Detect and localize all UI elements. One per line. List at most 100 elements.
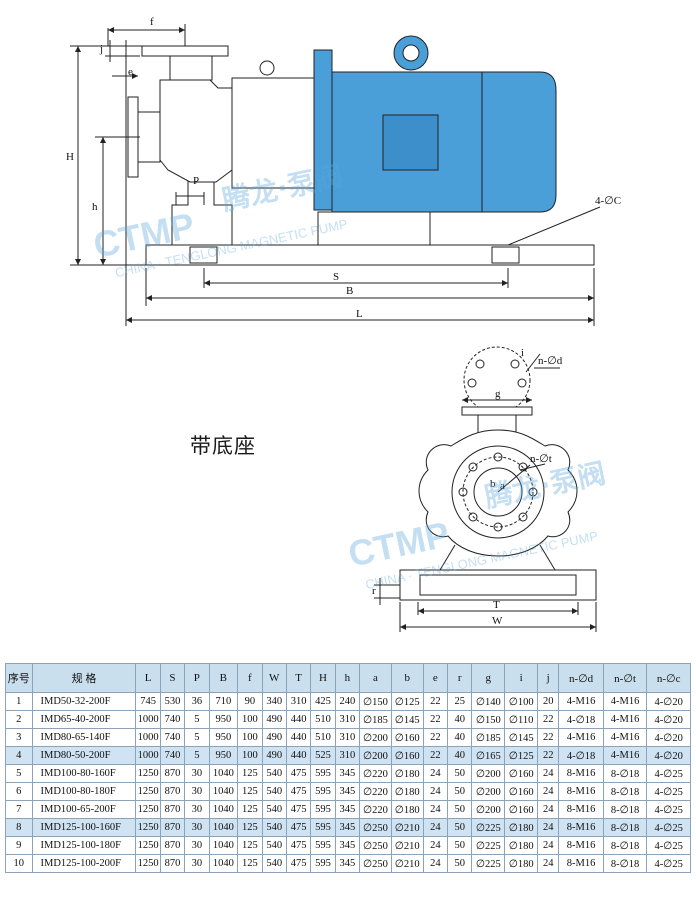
table-cell: 530 [159,692,186,711]
model-cell: IMD125-100-180F [31,836,137,855]
table-cell: ∅185 [359,710,392,729]
table-cell: ∅200 [471,800,506,819]
outlet-flange-front [461,406,533,416]
table-cell: 50 [446,818,473,837]
table-cell: 475 [285,764,312,783]
table-cell: 24 [537,854,560,873]
label-H: H [66,151,74,163]
table-cell: 30 [184,836,210,855]
table-cell: 40 [446,728,473,747]
table-cell: 475 [285,818,312,837]
label-h: h [92,201,98,213]
table-cell: 4-M16 [602,728,648,747]
label-nt: n-∅t [530,453,552,465]
table-cell: 1000 [135,710,161,729]
table-cell: 125 [237,782,263,801]
table-cell: 24 [422,782,449,801]
table-cell: 345 [334,854,361,873]
table-cell: 6 [5,782,33,801]
table-cell: ∅210 [390,854,424,873]
table-cell: 100 [237,728,263,747]
table-cell: ∅150 [471,710,506,729]
label-P: P [193,175,199,187]
model-cell: IMD125-100-200F [31,854,137,873]
table-cell: ∅165 [471,746,506,765]
label-g: g [495,388,501,400]
base-foot-left [189,246,218,264]
table-cell: 24 [537,836,560,855]
label-r: r [372,585,376,597]
model-cell: IMD65-40-200F [31,710,137,729]
table-cell: 22 [422,692,449,711]
base-label: 带底座 [190,434,256,458]
label-S: S [333,271,339,283]
table-cell: 740 [159,710,186,729]
table-cell: 22 [537,746,560,765]
pump-casing [159,79,233,183]
table-cell: ∅125 [504,746,539,765]
table-cell: 475 [285,782,312,801]
table-cell: 8-M16 [558,764,604,783]
table-cell: 540 [261,836,287,855]
table-cell: 125 [237,818,263,837]
column-header: n-∅t [602,663,648,693]
table-cell: 870 [159,800,186,819]
table-cell: 1040 [208,836,239,855]
table-cell: ∅180 [504,854,539,873]
table-cell: ∅160 [390,746,424,765]
table-cell: ∅145 [390,710,424,729]
side-view: f j e H h P S B L 4-∅C [66,16,621,326]
table-cell: 100 [237,710,263,729]
column-header: a [359,663,392,693]
table-cell: ∅160 [504,782,539,801]
table-cell: ∅160 [504,800,539,819]
table-cell: 125 [237,854,263,873]
label-W: W [492,615,503,627]
table-cell: ∅250 [359,854,392,873]
table-cell: 475 [285,800,312,819]
table-cell: 490 [261,728,287,747]
column-header: S [159,663,186,693]
model-cell: IMD50-32-200F [31,692,137,711]
table-cell: 440 [285,746,312,765]
table-cell: ∅220 [359,764,392,783]
table-cell: 1040 [208,818,239,837]
label-a: a [500,480,505,492]
table-cell: 90 [237,692,263,711]
table-cell: 740 [159,728,186,747]
table-cell: 595 [310,764,336,783]
outlet-flange [141,45,229,57]
table-cell: 4-∅25 [646,854,691,873]
table-cell: 510 [310,728,336,747]
table-cell: 22 [422,710,449,729]
vent-plug [259,60,275,76]
table-cell: 24 [422,836,449,855]
base-foot-right [491,246,520,264]
table-cell: 340 [261,692,287,711]
table-cell: 24 [537,818,560,837]
table-cell: 950 [208,746,239,765]
table-cell: 8-M16 [558,836,604,855]
table-cell: 4-∅20 [646,710,691,729]
table-cell: 30 [184,854,210,873]
table-cell: 490 [261,710,287,729]
table-cell: 540 [261,800,287,819]
table-cell: 24 [537,764,560,783]
table-cell: 595 [310,836,336,855]
table-cell: 10 [5,854,33,873]
table-cell: ∅250 [359,836,392,855]
table-cell: 4-∅25 [646,818,691,837]
table-cell: 30 [184,800,210,819]
table-cell: 125 [237,764,263,783]
table-cell: 24 [422,854,449,873]
table-cell: 5 [184,710,210,729]
table-cell: 1250 [135,782,161,801]
label-L: L [356,308,363,320]
table-cell: 8-∅18 [602,854,648,873]
table-cell: ∅210 [390,836,424,855]
table-cell: 595 [310,782,336,801]
model-cell: IMD100-80-160F [31,764,137,783]
table-cell: 24 [422,764,449,783]
